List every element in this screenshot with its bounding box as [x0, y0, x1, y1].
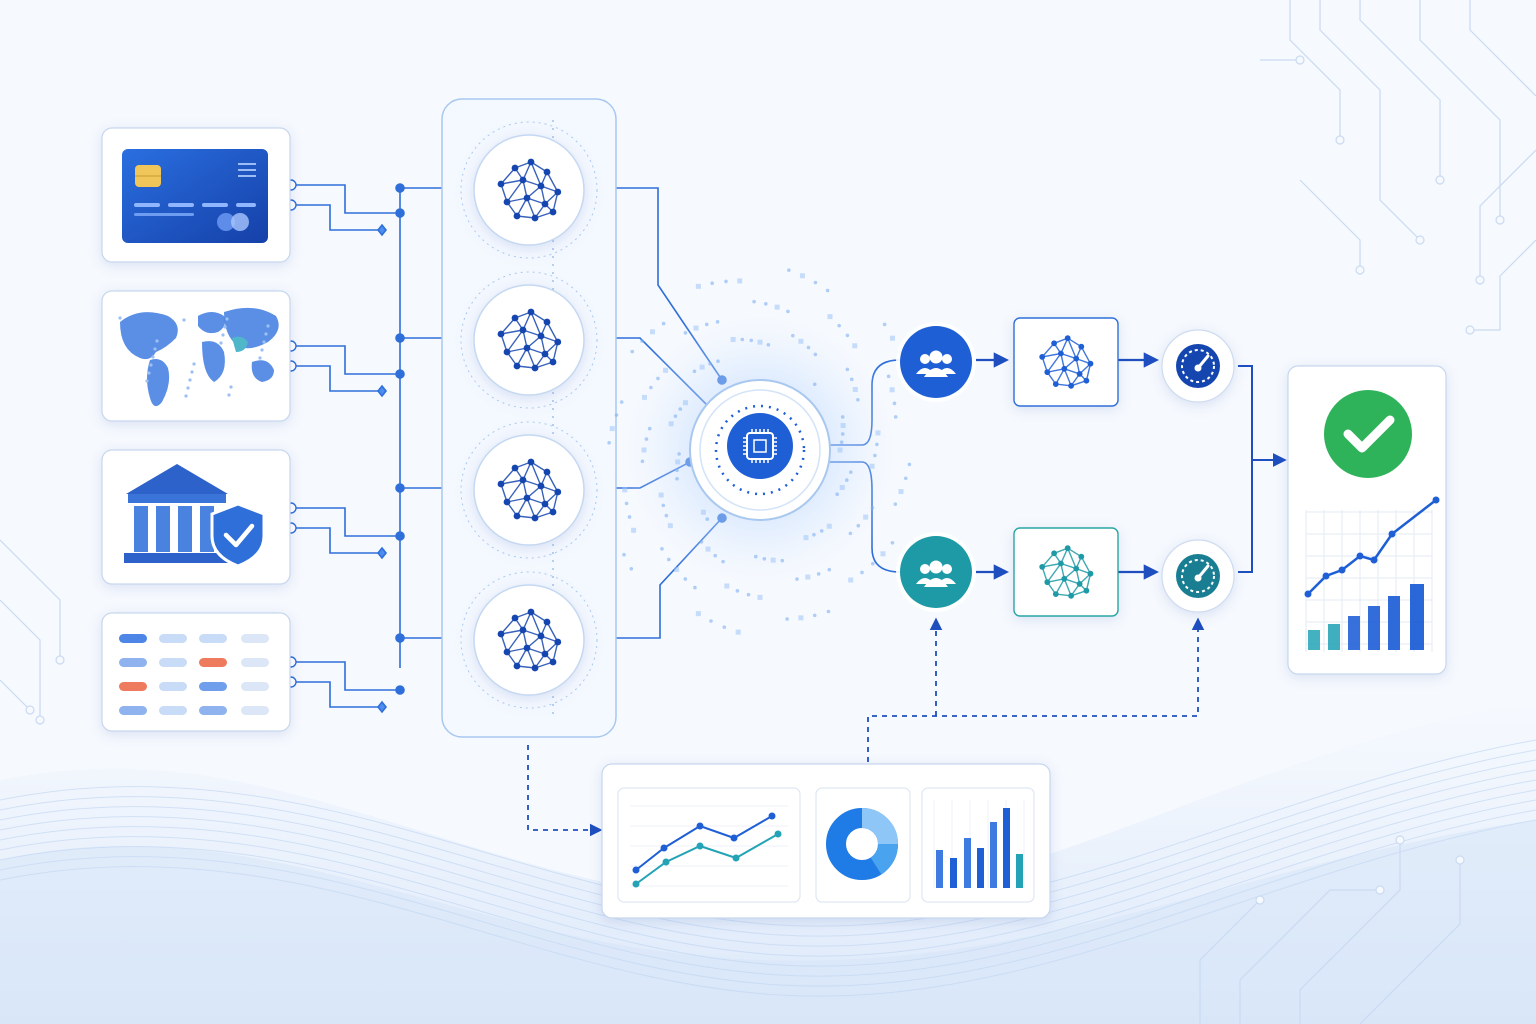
branch-gauge — [1161, 539, 1235, 613]
model-column — [460, 120, 598, 718]
model-node-3 — [460, 421, 598, 559]
background-waves — [0, 700, 1536, 1024]
data-table-icon — [119, 634, 269, 715]
speedometer-icon — [1176, 554, 1220, 598]
users-group-icon — [916, 350, 956, 377]
source-card-3 — [101, 449, 291, 585]
model-node-4 — [460, 571, 598, 709]
neural-network-icon — [497, 158, 562, 222]
credit-card-icon — [122, 149, 268, 243]
source-card-4 — [101, 612, 291, 732]
neural-network-icon — [497, 608, 562, 672]
branch-model-box — [1013, 317, 1119, 407]
neural-network-icon — [497, 458, 562, 522]
neural-network-icon — [1039, 545, 1094, 599]
neural-network-icon — [1039, 335, 1094, 389]
growth-chart-icon — [1304, 496, 1440, 652]
line-chart-icon — [617, 787, 801, 903]
result-panel — [1287, 365, 1447, 675]
branch-1 — [896, 317, 1235, 407]
branch-2 — [896, 527, 1235, 617]
processor-chip-icon — [743, 429, 777, 463]
speedometer-icon — [1176, 344, 1220, 388]
source-card-2 — [101, 290, 291, 422]
hub-particles — [607, 268, 912, 635]
bank-shield-icon — [124, 464, 266, 568]
neural-network-icon — [497, 308, 562, 372]
source-card-1 — [101, 127, 291, 263]
bar-chart-icon — [921, 787, 1035, 903]
branch-model-box — [1013, 527, 1119, 617]
donut-chart-icon — [815, 787, 911, 903]
model-node-1 — [460, 121, 598, 259]
analytics-panel — [601, 763, 1051, 919]
analytics-dashboard — [601, 763, 1051, 919]
branch-gauge — [1161, 329, 1235, 403]
checkmark-icon — [1324, 390, 1412, 478]
processing-hub — [607, 268, 912, 635]
data-sources — [101, 127, 291, 732]
decision-branches — [896, 317, 1235, 617]
result-card — [1287, 365, 1447, 675]
model-node-2 — [460, 271, 598, 409]
users-group-icon — [916, 560, 956, 587]
world-map-icon — [118, 307, 279, 407]
